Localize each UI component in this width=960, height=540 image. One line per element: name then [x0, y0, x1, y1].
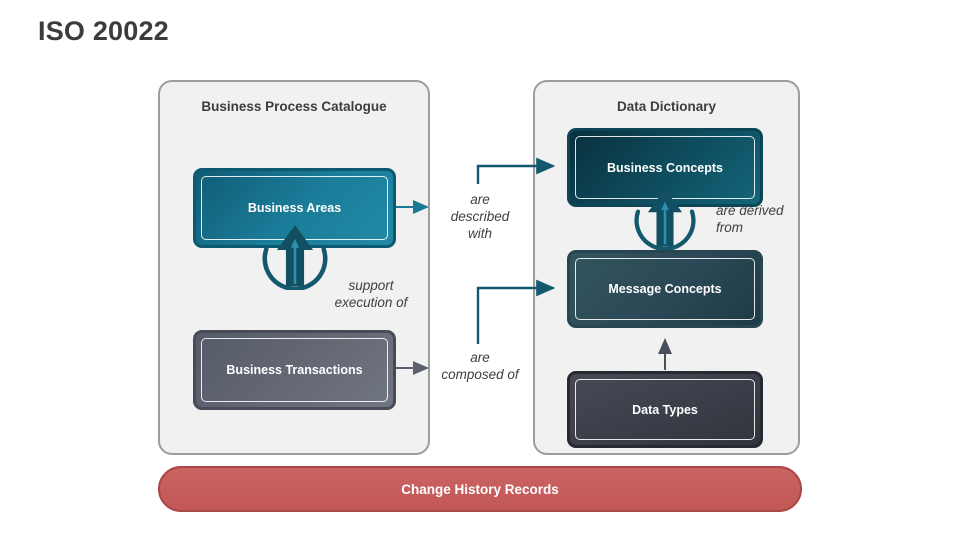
support-execution-label: support execution of: [334, 278, 408, 310]
change-history-records-pill: Change History Records: [158, 466, 802, 512]
circular-up-arrow-icon: [634, 188, 696, 250]
message-concepts-box: Message Concepts: [567, 250, 763, 328]
are-derived-from-label: are derived from: [716, 203, 784, 235]
arrow-shaft-head: [290, 238, 300, 248]
business-transactions-label: Business Transactions: [226, 363, 363, 377]
dictionary-panel-title: Data Dictionary: [616, 99, 717, 114]
loop-arc: [634, 209, 696, 250]
change-history-records-label: Change History Records: [401, 481, 559, 497]
page-title: ISO 20022: [38, 16, 169, 46]
data-types-box: Data Types: [567, 371, 763, 448]
are-composed-of-label: are composed of: [441, 350, 519, 382]
catalogue-panel-title: Business Process Catalogue: [201, 99, 387, 114]
circular-up-arrow-icon: [262, 225, 328, 290]
data-types-label: Data Types: [632, 402, 698, 417]
business-concepts-label: Business Concepts: [606, 160, 723, 175]
business-areas-label: Business Areas: [247, 201, 342, 215]
business-transactions-box: Business Transactions: [193, 330, 396, 410]
message-concepts-label: Message Concepts: [608, 282, 722, 296]
arrow-shaft-head: [661, 201, 669, 211]
loop-arc: [262, 246, 328, 290]
are-described-with-label: are described with: [450, 192, 510, 241]
